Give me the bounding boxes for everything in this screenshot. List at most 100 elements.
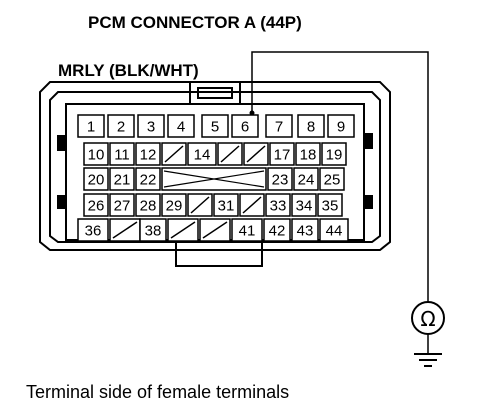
ohmmeter-probe xyxy=(251,51,445,367)
terminal-cell: 24 xyxy=(293,167,319,191)
terminal-number: 11 xyxy=(114,147,130,164)
empty-terminal-slash xyxy=(112,221,138,239)
terminal-cell: 38 xyxy=(139,218,167,242)
terminal-cell: 5 xyxy=(201,114,229,138)
terminal-number: 5 xyxy=(211,119,219,136)
terminal-cell-box xyxy=(263,218,291,242)
terminal-cell: 8 xyxy=(297,114,325,138)
terminal-cell-box xyxy=(83,167,109,191)
terminal-cell-box xyxy=(77,218,109,242)
terminal-number: 43 xyxy=(297,223,314,240)
terminal-cell: 26 xyxy=(83,193,109,217)
terminal-cell: 19 xyxy=(321,142,347,166)
terminal-cell-box xyxy=(109,167,135,191)
terminal-number: 24 xyxy=(298,172,315,189)
terminal-cell-box xyxy=(137,114,165,138)
terminal-number: 6 xyxy=(241,119,249,136)
terminal-cell-box xyxy=(161,193,187,217)
terminal-cell: 18 xyxy=(295,142,321,166)
terminal-cell-box xyxy=(293,167,319,191)
terminal-cell: 1 xyxy=(77,114,105,138)
terminal-cell: 20 xyxy=(83,167,109,191)
terminal-number: 3 xyxy=(147,119,155,136)
terminal-number: 34 xyxy=(296,198,313,215)
terminal-cell: 42 xyxy=(263,218,291,242)
terminal-cell: 17 xyxy=(269,142,295,166)
terminal-cell-box xyxy=(297,114,325,138)
terminal-cell: 14 xyxy=(187,142,217,166)
terminal-cell: 43 xyxy=(291,218,319,242)
terminal-cell xyxy=(239,193,265,217)
terminal-cell xyxy=(217,142,243,166)
empty-terminal-slash xyxy=(246,145,266,163)
terminal-cell-box xyxy=(319,218,349,242)
terminal-number: 9 xyxy=(337,119,345,136)
terminal-cell: 35 xyxy=(317,193,343,217)
wire-label: MRLY (BLK/WHT) xyxy=(58,61,199,80)
terminal-number: 22 xyxy=(140,172,157,189)
terminal-cell-box xyxy=(167,114,195,138)
terminal-cell-box xyxy=(231,218,263,242)
terminal-number: 31 xyxy=(218,198,235,215)
terminal-cell: 44 xyxy=(319,218,349,242)
terminal-number: 44 xyxy=(326,223,343,240)
terminal-number: 12 xyxy=(140,147,157,164)
terminal-cell: 31 xyxy=(213,193,239,217)
cross-line xyxy=(163,170,265,188)
terminal-cell-box xyxy=(213,193,239,217)
terminal-cell-box xyxy=(317,193,343,217)
terminal-cell-box xyxy=(109,142,135,166)
terminal-cell: 12 xyxy=(135,142,161,166)
terminal-cell-box xyxy=(327,114,355,138)
terminal-cell xyxy=(109,218,141,242)
terminal-number: 35 xyxy=(322,198,339,215)
terminal-number: 25 xyxy=(324,172,341,189)
terminal-cell-box xyxy=(265,193,291,217)
terminal-number: 41 xyxy=(239,223,256,240)
terminal-number: 42 xyxy=(269,223,286,240)
terminal-number: 26 xyxy=(88,198,105,215)
connector-title: PCM CONNECTOR A (44P) xyxy=(88,13,302,32)
terminal-number: 4 xyxy=(177,119,185,136)
terminal-cell-box xyxy=(135,167,161,191)
terminal-cell: 33 xyxy=(265,193,291,217)
terminal-cell-box xyxy=(269,142,295,166)
terminal-cell-box xyxy=(231,114,259,138)
terminal-number: 27 xyxy=(114,198,131,215)
terminal-number: 20 xyxy=(88,172,105,189)
empty-terminal-slash xyxy=(202,221,228,239)
terminal-cell-box xyxy=(187,142,217,166)
terminal-cell: 11 xyxy=(109,142,135,166)
terminal-cell-box xyxy=(291,218,319,242)
terminal-cell xyxy=(187,193,213,217)
terminal-cell xyxy=(199,218,231,242)
terminal-cell: 6 xyxy=(231,114,259,138)
terminal-cell: 21 xyxy=(109,167,135,191)
terminal-cell: 36 xyxy=(77,218,109,242)
terminal-cell-box xyxy=(265,114,293,138)
terminal-number: 7 xyxy=(275,119,283,136)
terminal-number: 14 xyxy=(194,147,211,164)
terminal-number: 10 xyxy=(88,147,105,164)
terminal-cell-box xyxy=(107,114,135,138)
terminal-cell-box xyxy=(83,193,109,217)
terminal-cell-box xyxy=(319,167,345,191)
terminal-number: 2 xyxy=(117,119,125,136)
terminal-cell xyxy=(161,167,267,191)
terminal-cell-box xyxy=(109,193,135,217)
terminal-cell-box xyxy=(135,193,161,217)
ohm-icon: Ω xyxy=(420,307,435,331)
terminal-cell-box xyxy=(267,167,293,191)
terminal-cell: 41 xyxy=(231,218,263,242)
terminal-cell: 27 xyxy=(109,193,135,217)
terminal-cell: 2 xyxy=(107,114,135,138)
terminal-cell-box xyxy=(201,114,229,138)
terminal-cell xyxy=(161,142,187,166)
terminal-cell-box xyxy=(135,142,161,166)
terminal-cell: 7 xyxy=(265,114,293,138)
terminal-cell xyxy=(243,142,269,166)
terminal-cell: 28 xyxy=(135,193,161,217)
terminal-number: 1 xyxy=(87,119,95,136)
